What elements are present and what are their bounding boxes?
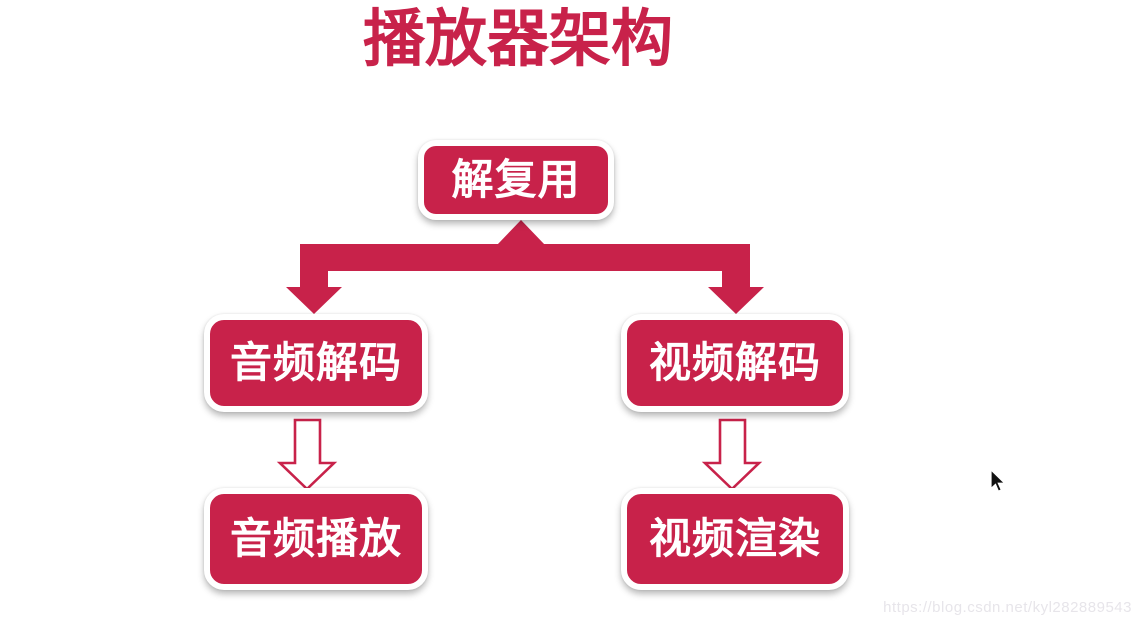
page-title: 播放器架构 <box>362 5 673 74</box>
arrow-up-to-demux-icon <box>497 220 545 245</box>
hollow-arrow-video-icon <box>701 418 763 491</box>
connector-right-shaft <box>722 268 750 289</box>
arrow-down-to-audio-decode-icon <box>286 287 342 314</box>
watermark-url: https://blog.csdn.net/kyl282889543 <box>883 599 1132 616</box>
node-audio-play-label: 音频播放 <box>229 515 402 562</box>
node-audio-decode-label: 音频解码 <box>229 339 402 386</box>
node-video-decode: 视频解码 <box>621 314 849 412</box>
node-video-render: 视频渲染 <box>621 488 849 590</box>
connector-trunk-bar <box>300 244 750 271</box>
hollow-arrow-audio-icon <box>276 418 338 491</box>
node-video-decode-label: 视频解码 <box>648 339 821 386</box>
node-audio-play: 音频播放 <box>204 488 428 590</box>
node-demux: 解复用 <box>418 140 614 220</box>
arrow-down-to-video-decode-icon <box>708 287 764 314</box>
node-audio-decode: 音频解码 <box>204 314 428 412</box>
node-video-render-label: 视频渲染 <box>648 515 821 562</box>
node-demux-label: 解复用 <box>451 156 581 203</box>
connector-left-shaft <box>300 268 328 289</box>
mouse-cursor-icon <box>990 469 1007 492</box>
